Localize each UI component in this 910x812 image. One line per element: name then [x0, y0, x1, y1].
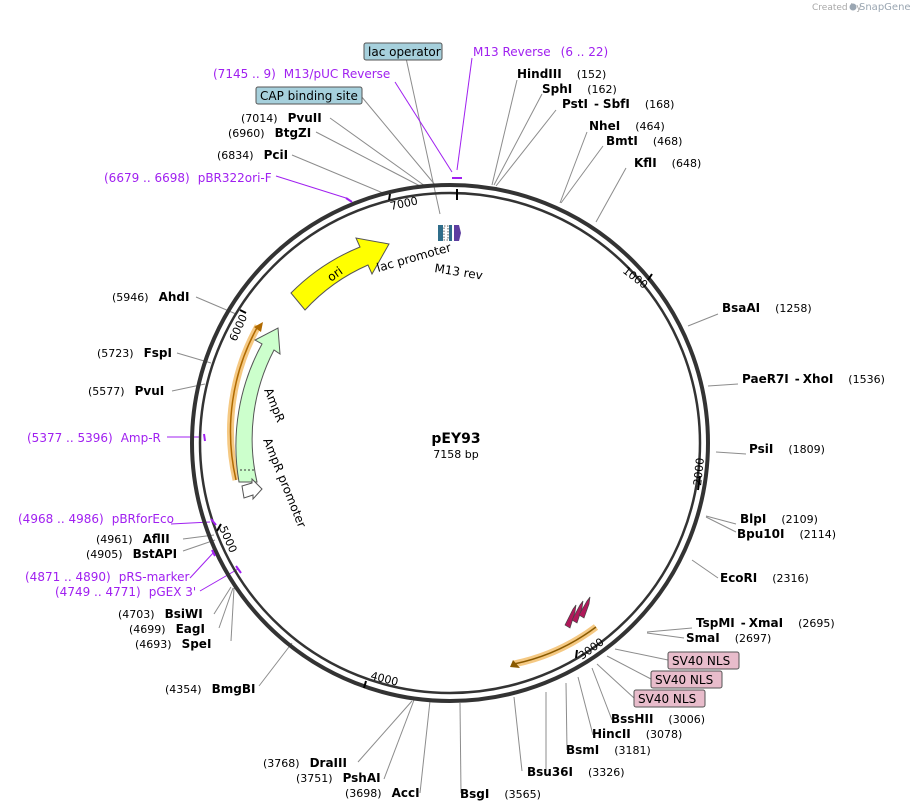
enzyme-bmgbi: (4354)BmgBI	[165, 682, 255, 696]
backbone-ticks	[216, 189, 701, 689]
enzyme-hindiii: HindIII(152)	[517, 67, 606, 81]
primer-m13-reverse: M13 Reverse(6 .. 22)	[473, 45, 608, 59]
ampr-feature-arrow	[235, 327, 281, 483]
tick-6000: 6000	[227, 312, 250, 343]
ampr-label: AmpR	[261, 386, 287, 424]
enzyme-aflii: (4961)AflII	[96, 532, 170, 546]
nls-arrows	[564, 596, 591, 629]
m13-rev-mark	[454, 225, 461, 241]
sv40-nls-box-2	[650, 670, 723, 689]
enzyme-ecori: EcoRI(2316)	[720, 571, 809, 585]
plasmid-name: pEY93	[431, 431, 480, 447]
enzyme-bsgi: BsgI(3565)	[460, 787, 541, 801]
enzyme-bsaai: BsaAI(1258)	[722, 301, 812, 315]
lac-operator-box	[363, 42, 443, 61]
enzyme-bpu10i: Bpu10I(2114)	[737, 527, 836, 541]
m13-rev-label: M13 rev	[434, 261, 484, 282]
credit-brand: SnapGene	[859, 2, 910, 13]
enzyme-eagi: (4699)EagI	[129, 622, 205, 636]
primer-pbrforeco: (4968 .. 4986)pBRforEco	[18, 512, 174, 526]
primer-m13-puc-reverse: (7145 .. 9)M13/pUC Reverse	[213, 67, 390, 81]
enzyme-bmti: BmtI(468)	[606, 134, 682, 148]
sv40-nls-box-1	[667, 651, 740, 670]
credit-created-by: Created by	[812, 3, 862, 13]
enzyme-pvui: (5577)PvuI	[88, 384, 164, 398]
leader-lines	[171, 57, 747, 794]
enzyme-hincii: HincII(3078)	[592, 727, 682, 741]
enzyme-bstapi: (4905)BstAPI	[86, 547, 177, 561]
snapgene-logo-icon	[849, 3, 857, 11]
enzyme-nhei: NheI(464)	[589, 119, 665, 133]
enzyme-tspmi-xmai: TspMI-XmaI(2695)	[696, 616, 835, 630]
enzyme-sphi: SphI(162)	[542, 82, 617, 96]
ampr-promoter-arrow	[241, 477, 263, 501]
tick-4000: 4000	[369, 669, 399, 688]
plasmid-length: 7158 bp	[433, 448, 478, 461]
primer-leader-lines	[167, 57, 473, 592]
enzyme-smai: SmaI(2697)	[686, 631, 771, 645]
ampr-promoter-label: AmpR promoter	[260, 436, 309, 530]
enzyme-kfli: KflI(648)	[634, 156, 701, 170]
enzyme-psti-sbfi: PstI-SbfI(168)	[562, 97, 674, 111]
enzyme-bsshii: BssHII(3006)	[611, 712, 705, 726]
enzyme-bsiwi: (4703)BsiWI	[118, 607, 203, 621]
primer-marks	[203, 177, 462, 574]
enzyme-psii: PsiI(1809)	[749, 442, 825, 456]
enzyme-bsmi: BsmI(3181)	[566, 743, 651, 757]
enzyme-btgzi: (6960)BtgZI	[228, 126, 311, 140]
cap-site-box-label: CAP binding site	[260, 89, 358, 103]
sv40-nls-box-3	[633, 689, 706, 708]
ori-feature-arrow	[290, 237, 390, 311]
enzyme-ahdi: (5946)AhdI	[112, 290, 189, 304]
enzyme-bsu36i: Bsu36I(3326)	[527, 765, 625, 779]
enzyme-pcii: (6834)PciI	[217, 148, 288, 162]
primer-pgex-3: (4749 .. 4771)pGEX 3'	[55, 585, 196, 599]
cap-site-mark	[438, 225, 443, 241]
enzyme-fspi: (5723)FspI	[97, 346, 172, 360]
primer-prs-marker: (4871 .. 4890)pRS-marker	[25, 570, 189, 584]
lac-promoter-mark	[443, 225, 449, 241]
enzyme-blpi: BlpI(2109)	[740, 512, 818, 526]
backbone-inner	[198, 191, 702, 695]
enzyme-pvuii: (7014)PvuII	[241, 111, 322, 125]
lac-operator-mark	[449, 225, 452, 241]
enzyme-pshai: (3751)PshAI	[296, 771, 381, 785]
primer-pbr322ori-f: (6679 .. 6698)pBR322ori-F	[104, 171, 272, 185]
lac-operator-box-label: lac operator	[368, 45, 441, 59]
enzyme-paer7i-xhoi: PaeR7I-XhoI(1536)	[742, 372, 885, 386]
sv40-nls-label-2: SV40 NLS	[655, 673, 713, 687]
sv40-nls-label-3: SV40 NLS	[638, 692, 696, 706]
primer-amp-r: (5377 .. 5396)Amp-R	[27, 431, 161, 445]
tick-7000: 7000	[389, 194, 419, 213]
enzyme-draiii: (3768)DraIII	[263, 756, 347, 770]
enzyme-spei: (4693)SpeI	[135, 637, 211, 651]
ampr-highlight-line	[229, 325, 259, 481]
nls-highlight-line	[513, 626, 597, 665]
sv40-nls-label-1: SV40 NLS	[672, 654, 730, 668]
cap-site-box	[255, 86, 363, 105]
nls-highlight-head	[510, 660, 520, 668]
tick-2000: 2000	[691, 457, 707, 486]
enzyme-acci: (3698)AccI	[345, 786, 420, 800]
ampr-highlight-head	[254, 322, 263, 332]
backbone-outer	[190, 183, 710, 703]
